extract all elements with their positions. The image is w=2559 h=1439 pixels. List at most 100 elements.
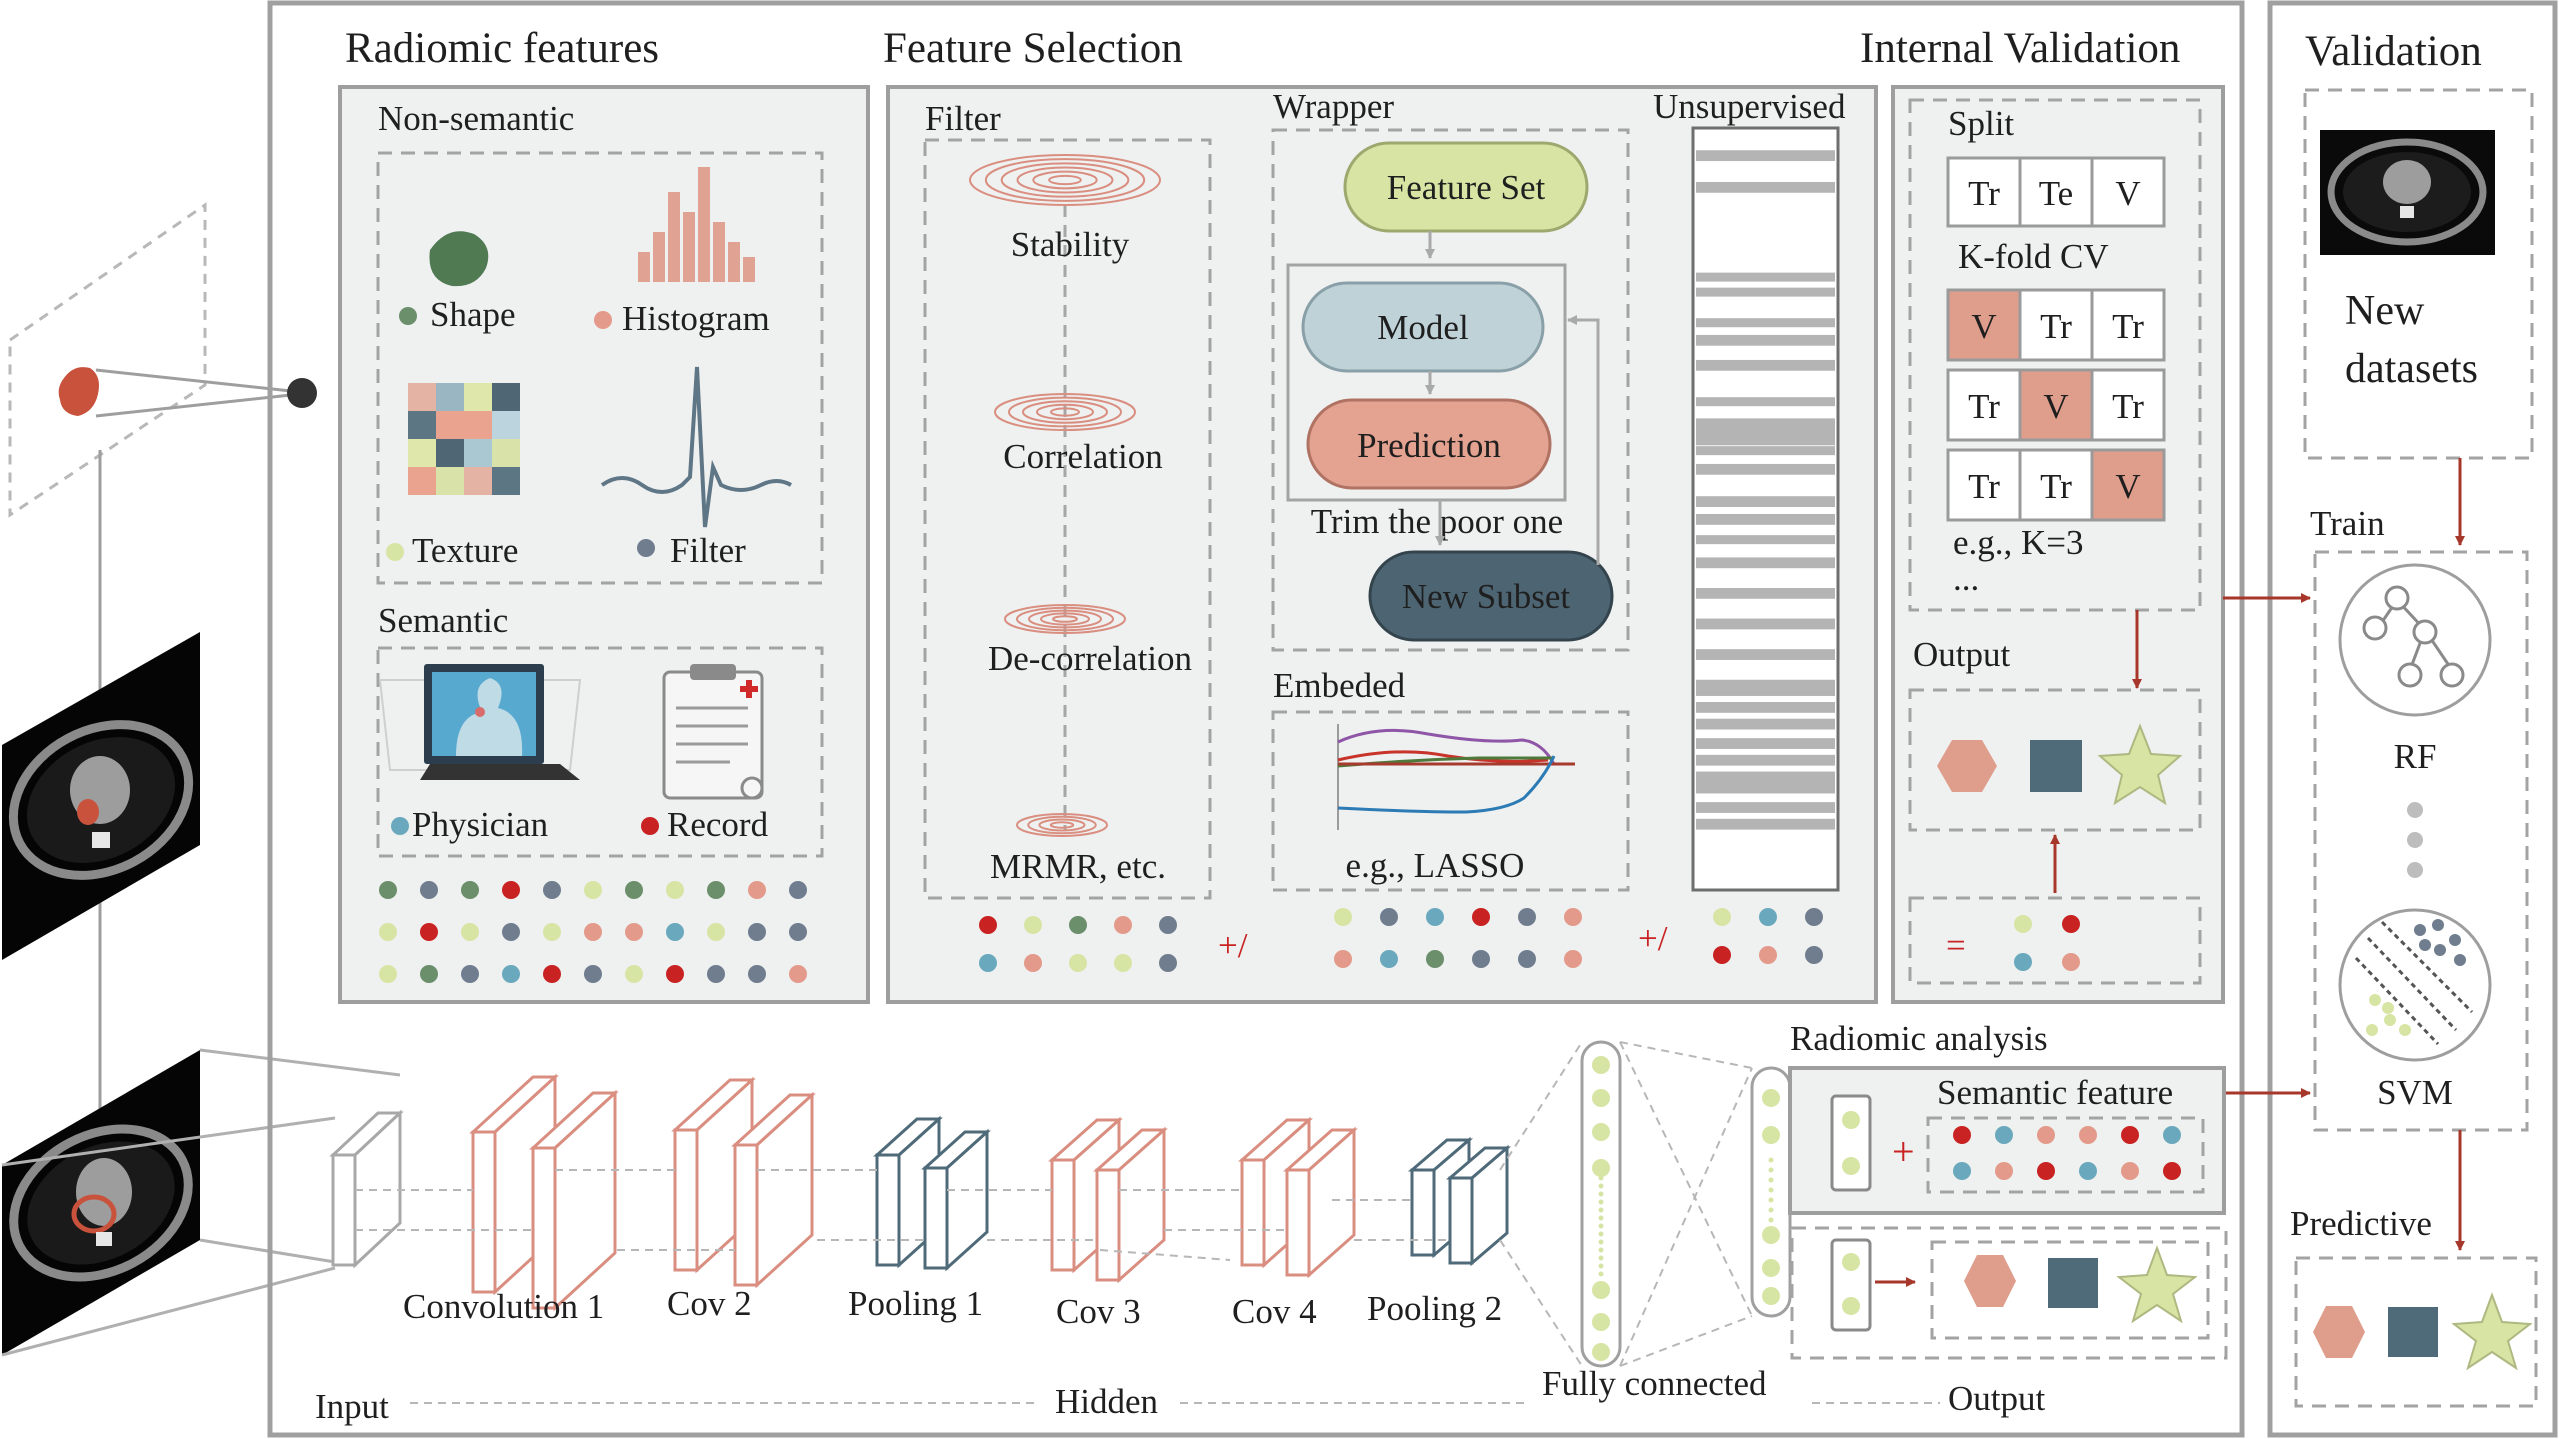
svm-label: SVM bbox=[2377, 1073, 2453, 1112]
filter-method-label: Filter bbox=[925, 99, 1001, 138]
unsupervised-stripe bbox=[1696, 679, 1835, 696]
fc-ellipsis-dot bbox=[1598, 1255, 1604, 1261]
radiomic-feature-dot-grid bbox=[379, 881, 807, 983]
prediction-pill bbox=[1306, 398, 1552, 490]
plus-symbol: + bbox=[1892, 1129, 1915, 1174]
unsupervised-stripe bbox=[1696, 718, 1835, 730]
output-label: Output bbox=[1948, 1379, 2046, 1418]
split-box bbox=[1908, 98, 2202, 612]
mrmr-label: MRMR, etc. bbox=[990, 847, 1166, 886]
texture-icon bbox=[408, 383, 520, 495]
mrmr-ripple-icon bbox=[1016, 813, 1108, 837]
feature-dot bbox=[2079, 1126, 2097, 1144]
feature-dot bbox=[1759, 908, 1777, 926]
fc-ellipsis-dot bbox=[1598, 1231, 1604, 1237]
feature-dot bbox=[2062, 915, 2080, 933]
feature-dot bbox=[2014, 953, 2032, 971]
feature-dot bbox=[666, 965, 684, 983]
feature-dot bbox=[1114, 954, 1132, 972]
feature-dot bbox=[1472, 908, 1490, 926]
feature-dot bbox=[420, 923, 438, 941]
kfold-cell bbox=[2090, 288, 2166, 362]
validation-frame bbox=[2267, 0, 2558, 1438]
ripple-ring bbox=[969, 154, 1161, 206]
kfold-ellipsis: ... bbox=[1953, 559, 1979, 598]
correlation-ripple-icon bbox=[994, 393, 1136, 431]
histogram-icon bbox=[638, 167, 755, 282]
kfold-cell-label: V bbox=[2115, 467, 2140, 506]
fc-ellipsis-dot bbox=[1598, 1183, 1604, 1189]
filter-label: Filter bbox=[670, 531, 746, 570]
internal-validation-panel bbox=[1891, 85, 2225, 1004]
train-box bbox=[2313, 550, 2529, 1132]
roi-slice-plane bbox=[8, 202, 207, 518]
ripple-ring bbox=[1028, 609, 1102, 629]
cnn-layers bbox=[329, 1073, 1512, 1312]
decorrelation-label: De-correlation bbox=[988, 639, 1192, 678]
shape-label: Shape bbox=[430, 295, 516, 334]
physician-label: Physician bbox=[412, 805, 548, 844]
feature-dot bbox=[1334, 908, 1352, 926]
fc-node bbox=[1762, 1089, 1780, 1107]
correlation-label: Correlation bbox=[1003, 437, 1162, 476]
ripple-ring bbox=[1016, 606, 1114, 632]
trim-label: Trim the poor one bbox=[1311, 502, 1563, 541]
fc-node bbox=[1592, 1313, 1610, 1331]
feature-dot bbox=[2037, 1162, 2055, 1180]
feature-dot bbox=[1426, 908, 1444, 926]
kfold-example: e.g., K=3 bbox=[1953, 523, 2084, 562]
fc-node bbox=[1762, 1126, 1780, 1144]
feature-dot bbox=[748, 923, 766, 941]
kfold-label: K-fold CV bbox=[1958, 237, 2109, 276]
filter-method-box bbox=[923, 138, 1212, 900]
feature-dot bbox=[789, 965, 807, 983]
embeded-method-box bbox=[1271, 710, 1630, 892]
svm-scatter bbox=[2354, 919, 2474, 1046]
decorrelation-ripple-icon bbox=[1004, 604, 1126, 634]
split-label: Split bbox=[1948, 104, 2014, 143]
record-dot bbox=[641, 817, 659, 835]
unsupervised-stripe bbox=[1696, 397, 1835, 407]
cov4-label: Cov 4 bbox=[1232, 1292, 1317, 1331]
feature-dot bbox=[1995, 1162, 2013, 1180]
unsupervised-stripe bbox=[1696, 334, 1835, 346]
unsupervised-stripe bbox=[1696, 318, 1835, 328]
radiomic-features-panel bbox=[338, 85, 870, 1004]
fc-ellipsis-dot bbox=[1598, 1223, 1604, 1229]
deep-output-box bbox=[1790, 1226, 2228, 1360]
feature-dot bbox=[2121, 1126, 2139, 1144]
ripple-ring bbox=[1052, 615, 1078, 623]
embeded-method-label: Embeded bbox=[1273, 666, 1406, 705]
square-output-icon bbox=[2030, 740, 2082, 792]
feature-dot bbox=[2163, 1126, 2181, 1144]
radiomic-features-section: Radiomic features Non-semantic Shape His… bbox=[338, 25, 870, 1004]
fc-layer-1-nodes bbox=[1592, 1056, 1610, 1361]
fc-node bbox=[1762, 1287, 1780, 1305]
semantic-feature-label: Semantic feature bbox=[1937, 1073, 2173, 1112]
fc-ellipsis-dot bbox=[1598, 1215, 1604, 1221]
semantic-feature-dots bbox=[1953, 1126, 2181, 1180]
unsupervised-stripe bbox=[1696, 463, 1835, 475]
unsupervised-label: Unsupervised bbox=[1653, 87, 1846, 126]
cov2-layer-b bbox=[731, 1091, 816, 1289]
hexagon-deep-icon bbox=[1964, 1255, 2016, 1307]
unsupervised-stripe bbox=[1696, 702, 1835, 713]
pool2-layer-b bbox=[1445, 1144, 1512, 1267]
unsupervised-stripe bbox=[1696, 150, 1835, 162]
fc-node bbox=[1592, 1123, 1610, 1141]
fc-node bbox=[1762, 1226, 1780, 1244]
unsupervised-stripe bbox=[1696, 771, 1835, 785]
unsupervised-output-dots bbox=[1713, 908, 1823, 964]
filter-output-dots bbox=[979, 916, 1177, 972]
cov2-label: Cov 2 bbox=[667, 1284, 752, 1323]
feature-selection-title: Feature Selection bbox=[883, 25, 1183, 72]
feature-dot bbox=[2163, 1162, 2181, 1180]
feature-dot bbox=[1953, 1126, 1971, 1144]
internal-output-box bbox=[1908, 688, 2202, 832]
radiomic-features-title: Radiomic features bbox=[345, 25, 659, 72]
ripple-ring bbox=[1038, 818, 1086, 832]
feature-dot bbox=[1114, 916, 1132, 934]
deep-learning-section: Convolution 1 Cov 2 Pooling 1 Cov 3 Cov … bbox=[315, 1019, 2228, 1426]
star-predictive-icon bbox=[2451, 1292, 2533, 1371]
